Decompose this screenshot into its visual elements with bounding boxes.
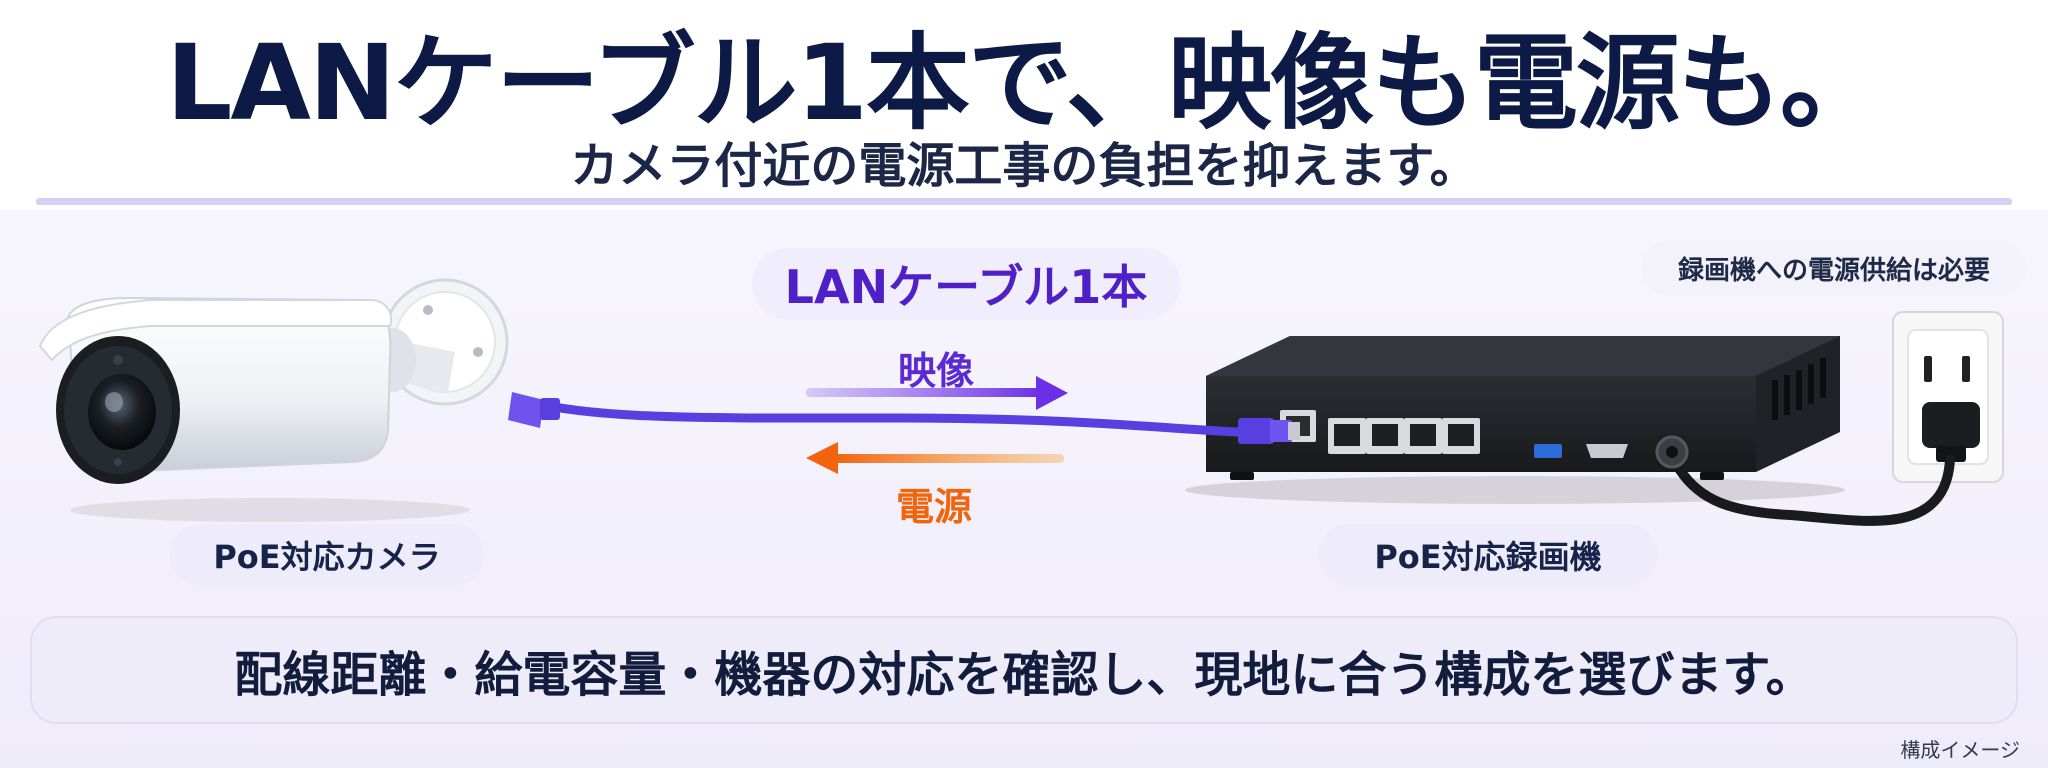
power-plug [1922, 402, 1980, 462]
poe-recorder-image [1185, 336, 1845, 504]
power-cord [1675, 455, 1955, 526]
recorder-power-note: 録画機への電源供給は必要 [1642, 240, 2026, 296]
lan-cable [515, 395, 1245, 437]
camera-label: PoE対応カメラ [170, 524, 484, 586]
page-subtitle: カメラ付近の電源工事の負担を抑えます。 [570, 138, 1478, 194]
video-flow-label: 映像 [898, 349, 975, 393]
image-caption: 構成イメージ [1900, 738, 2020, 762]
lan-cable-label: LANケーブル1本 [752, 248, 1180, 320]
power-flow-arrow [806, 442, 1064, 474]
page-title: LANケーブル1本で、映像も電源も。 [166, 22, 1884, 144]
recorder-label: PoE対応録画機 [1318, 524, 1658, 586]
poe-camera-image [38, 278, 509, 522]
lan-connector-recorder [1238, 418, 1300, 444]
bottom-message-box: 配線距離・給電容量・機器の対応を確認し、現地に合う構成を選びます。 [30, 616, 2018, 724]
lan-connector-camera [508, 392, 560, 428]
video-flow-arrow [806, 376, 1068, 410]
title-divider [36, 198, 2012, 205]
bottom-message: 配線距離・給電容量・機器の対応を確認し、現地に合う構成を選びます。 [234, 647, 1814, 703]
power-flow-label: 電源 [896, 485, 973, 529]
